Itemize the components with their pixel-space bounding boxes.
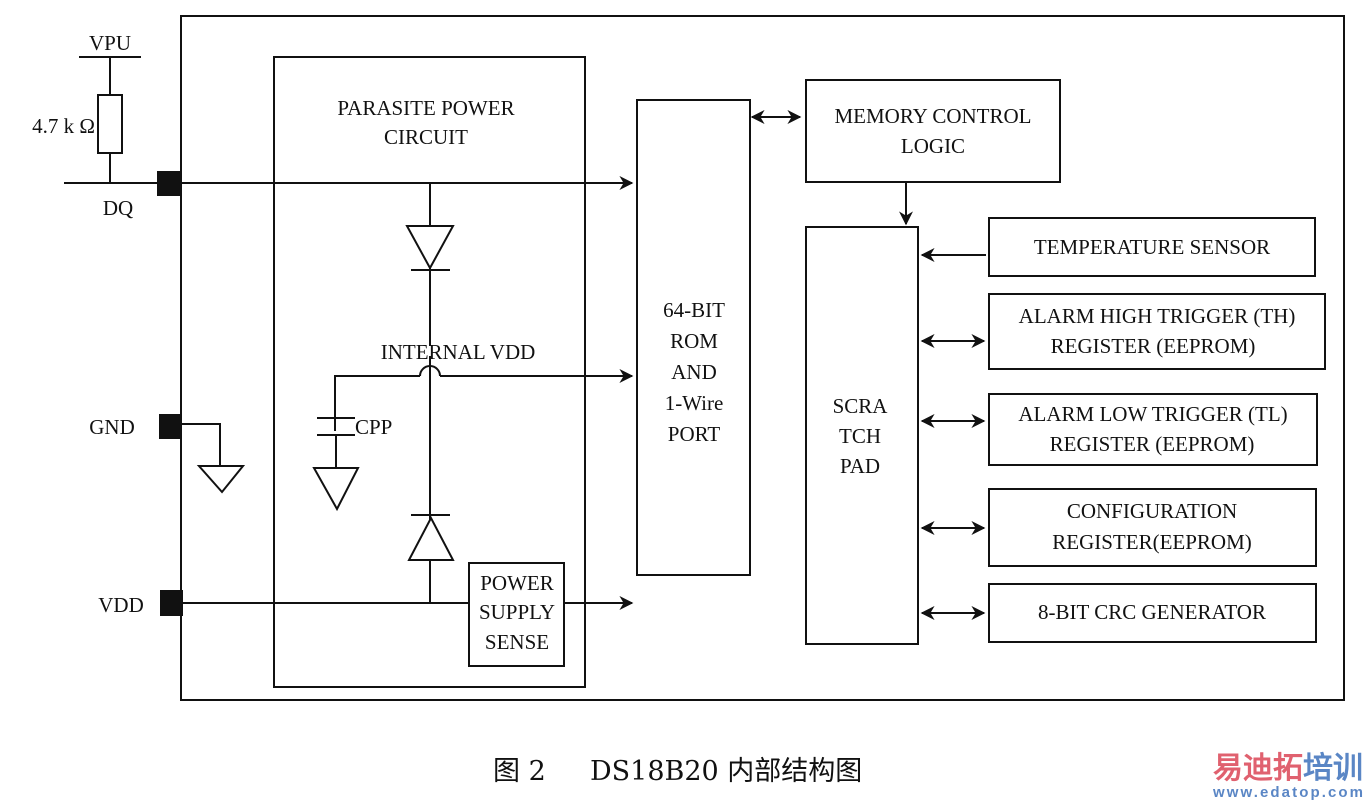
crc-generator-block xyxy=(988,583,1317,643)
internal-vdd-wire-left xyxy=(334,375,420,431)
rom-label-line4: 1-Wire xyxy=(665,391,724,415)
gnd-pin-label: GND xyxy=(89,415,135,439)
alarm-high-label-line2: REGISTER (EEPROM) xyxy=(1051,334,1256,358)
power-supply-sense-line1: POWER xyxy=(480,571,554,595)
temperature-sensor-label: TEMPERATURE SENSOR xyxy=(1034,235,1270,259)
temperature-sensor-block xyxy=(988,217,1316,277)
configuration-register-block xyxy=(988,488,1317,567)
watermark-brand-red: 易迪拓 xyxy=(1213,751,1303,786)
memory-control-line1: MEMORY CONTROL xyxy=(835,104,1032,128)
figure-caption: DS18B20 内部结构图 xyxy=(590,756,862,787)
capacitor-label: CPP xyxy=(355,415,392,439)
alarm-low-register-block xyxy=(988,393,1318,466)
configuration-label-line1: CONFIGURATION xyxy=(1067,499,1237,523)
parasite-power-block xyxy=(273,56,586,688)
rom-label-line3: AND xyxy=(671,360,717,384)
power-supply-sense-line3: SENSE xyxy=(485,630,549,654)
memory-control-line2: LOGIC xyxy=(901,134,965,158)
figure-number: 图 2 xyxy=(493,756,546,787)
scratchpad-line1: SCRA xyxy=(833,394,889,418)
internal-vdd-label: INTERNAL VDD xyxy=(381,340,536,364)
gnd-wire xyxy=(182,423,221,466)
crc-generator-label: 8-BIT CRC GENERATOR xyxy=(1038,600,1266,624)
alarm-low-label-line1: ALARM LOW TRIGGER (TL) xyxy=(1018,402,1287,426)
gnd-pin xyxy=(159,414,182,439)
vdd-pin xyxy=(160,590,183,616)
capacitor-ground-icon xyxy=(312,467,360,512)
pullup-resistor xyxy=(97,94,123,154)
power-supply-sense-line2: SUPPLY xyxy=(479,600,555,624)
diode-bottom-icon xyxy=(407,515,455,561)
parasite-title-line2: CIRCUIT xyxy=(384,125,468,149)
rom-1wire-port-block xyxy=(636,99,751,576)
memory-control-logic-block xyxy=(805,79,1061,183)
diode-top-icon xyxy=(405,225,455,271)
dq-pin xyxy=(157,171,180,196)
resistor-value-label: 4.7 k Ω xyxy=(32,114,95,138)
scratchpad-line2: TCH xyxy=(839,424,881,448)
parasite-title-line1: PARASITE POWER xyxy=(337,96,514,120)
alarm-high-label-line1: ALARM HIGH TRIGGER (TH) xyxy=(1019,304,1296,328)
configuration-label-line2: REGISTER(EEPROM) xyxy=(1052,530,1252,554)
rom-label-line1: 64-BIT xyxy=(663,298,725,322)
power-supply-sense-block xyxy=(468,562,565,667)
watermark-url: www.edatop.com xyxy=(1212,784,1363,801)
rom-label-line5: PORT xyxy=(668,422,721,446)
scratchpad-block xyxy=(805,226,919,645)
watermark-brand-blue: 培训 xyxy=(1303,751,1363,786)
vpu-label: VPU xyxy=(89,31,131,55)
alarm-low-label-line2: REGISTER (EEPROM) xyxy=(1050,432,1255,456)
chip-boundary xyxy=(180,15,1345,701)
gnd-ground-icon xyxy=(196,465,246,494)
dq-pin-label: DQ xyxy=(103,196,133,220)
watermark-logo: 易迪拓 培训 www.edatop.com xyxy=(1212,751,1363,801)
alarm-high-register-block xyxy=(988,293,1326,370)
scratchpad-line3: PAD xyxy=(840,454,880,478)
rom-label-line2: ROM xyxy=(670,329,718,353)
vdd-pin-label: VDD xyxy=(98,593,144,617)
